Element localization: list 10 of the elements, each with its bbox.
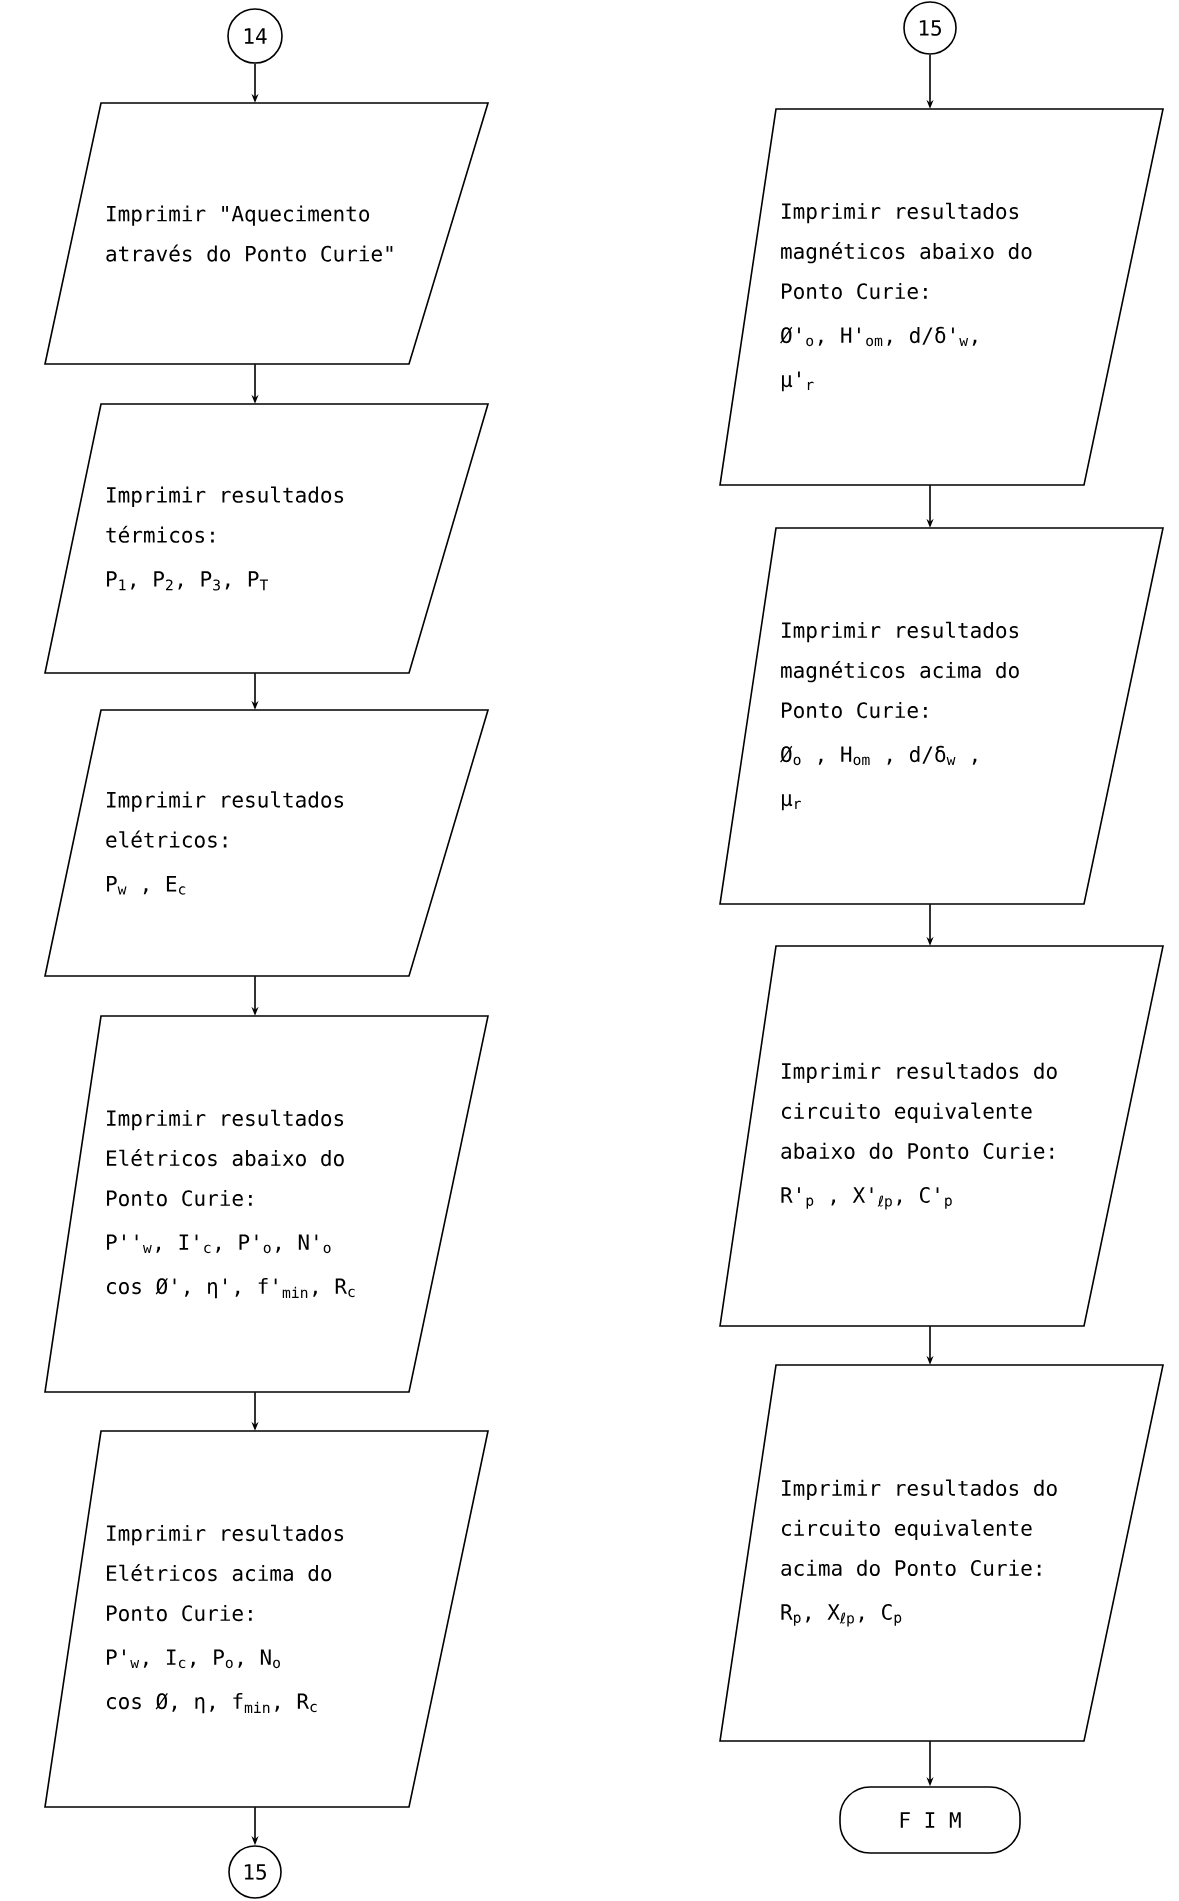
output-parallelogram: Imprimir resultados térmicos: P$_{1}$, P$_{2}$, P$_{3}$, P$_{T}$ <box>44 403 490 674</box>
output-parallelogram: Imprimir resultados do circuito equivalente abaixo do Ponto Curie: R'$_{p}$ , X'$_{ℓp}$, C'$_{p}$ <box>719 945 1164 1327</box>
output-parallelogram: Imprimir resultados Elétricos abaixo do Ponto Curie: P''$_{w}$, I'$_{c}$, P'$_{o}$, N'$_{o}$ cos Ø', η', f'$_{min}$, R$_{c}$ <box>44 1015 489 1393</box>
output-parallelogram: Imprimir resultados Elétricos acima do Ponto Curie: P'$_{w}$, I$_{c}$, P$_{o}$, N$_{o}$ cos Ø, η, f$_{min}$, R$_{c}$ <box>44 1430 489 1808</box>
output-parallelogram: Imprimir resultados magnéticos acima do Ponto Curie: Ø$_{o}$ , H$_{om}$ , d/δ$_{w}$ , μ$_{r}$ <box>719 527 1164 905</box>
output-parallelogram: Imprimir resultados do circuito equivalente acima do Ponto Curie: R$_{p}$, X$_{ℓp}$, C$_{p}$ <box>719 1364 1164 1742</box>
output-parallelogram: Imprimir resultados magnéticos abaixo do Ponto Curie: Ø'$_{o}$, H'$_{om}$, d/δ'$_{w}$, μ'$_{r}$ <box>719 108 1164 486</box>
terminal-box: F I M <box>839 1786 1021 1854</box>
output-parallelogram: Imprimir resultados elétricos: P$_{w}$ , E$_{c}$ <box>44 709 490 977</box>
output-parallelogram: Imprimir "Aquecimento através do Ponto Curie" <box>44 102 490 365</box>
